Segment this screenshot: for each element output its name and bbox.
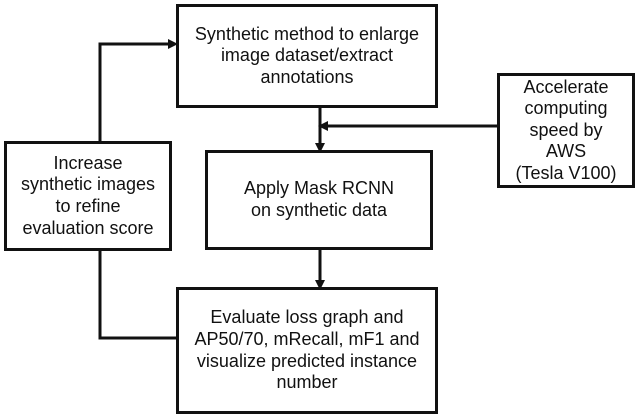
connector-left-to-top xyxy=(98,39,178,141)
evaluate-box: Evaluate loss graph and AP50/70, mRecall… xyxy=(176,287,438,414)
accelerate-computing-label: Accelerate computing speed by AWS (Tesla… xyxy=(515,76,617,183)
increase-synthetic-label: Increase synthetic images to refine eval… xyxy=(20,152,156,238)
accelerate-computing-box: Accelerate computing speed by AWS (Tesla… xyxy=(497,73,635,188)
evaluate-label: Evaluate loss graph and AP50/70, mRecall… xyxy=(194,307,420,393)
increase-synthetic-box: Increase synthetic images to refine eval… xyxy=(4,141,172,251)
synthetic-method-box: Synthetic method to enlarge image datase… xyxy=(176,4,438,108)
mask-rcnn-box: Apply Mask RCNN on synthetic data xyxy=(205,150,433,250)
synthetic-method-label: Synthetic method to enlarge image datase… xyxy=(194,23,420,87)
mask-rcnn-label: Apply Mask RCNN on synthetic data xyxy=(243,178,395,220)
connector-bottom-to-left xyxy=(98,251,176,340)
